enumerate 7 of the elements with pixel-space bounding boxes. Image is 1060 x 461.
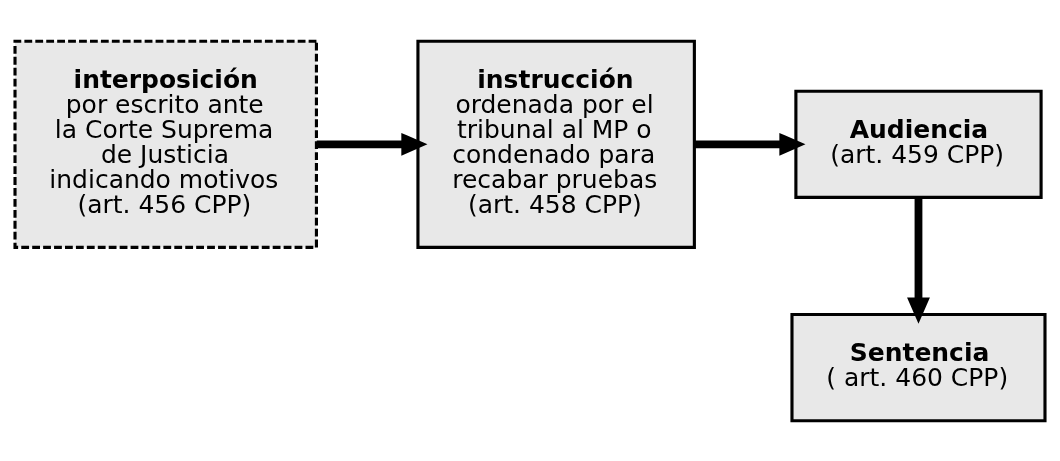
node-box: Sentencia ( art. 460 CPP) [790, 312, 1047, 422]
node-box: interposición por escrito ante la Corte Suprema de Justicia indicando motivos (art. 456 CPP) [13, 39, 318, 249]
arrow [316, 132, 428, 156]
arrow [907, 197, 930, 324]
node-box: instrucción ordenada por el tribunal al MP o condenado para recabar pruebas (art. 458 CPP) [416, 39, 696, 249]
arrow [694, 132, 806, 156]
node-box: Audiencia (art. 459 CPP) [794, 89, 1043, 199]
